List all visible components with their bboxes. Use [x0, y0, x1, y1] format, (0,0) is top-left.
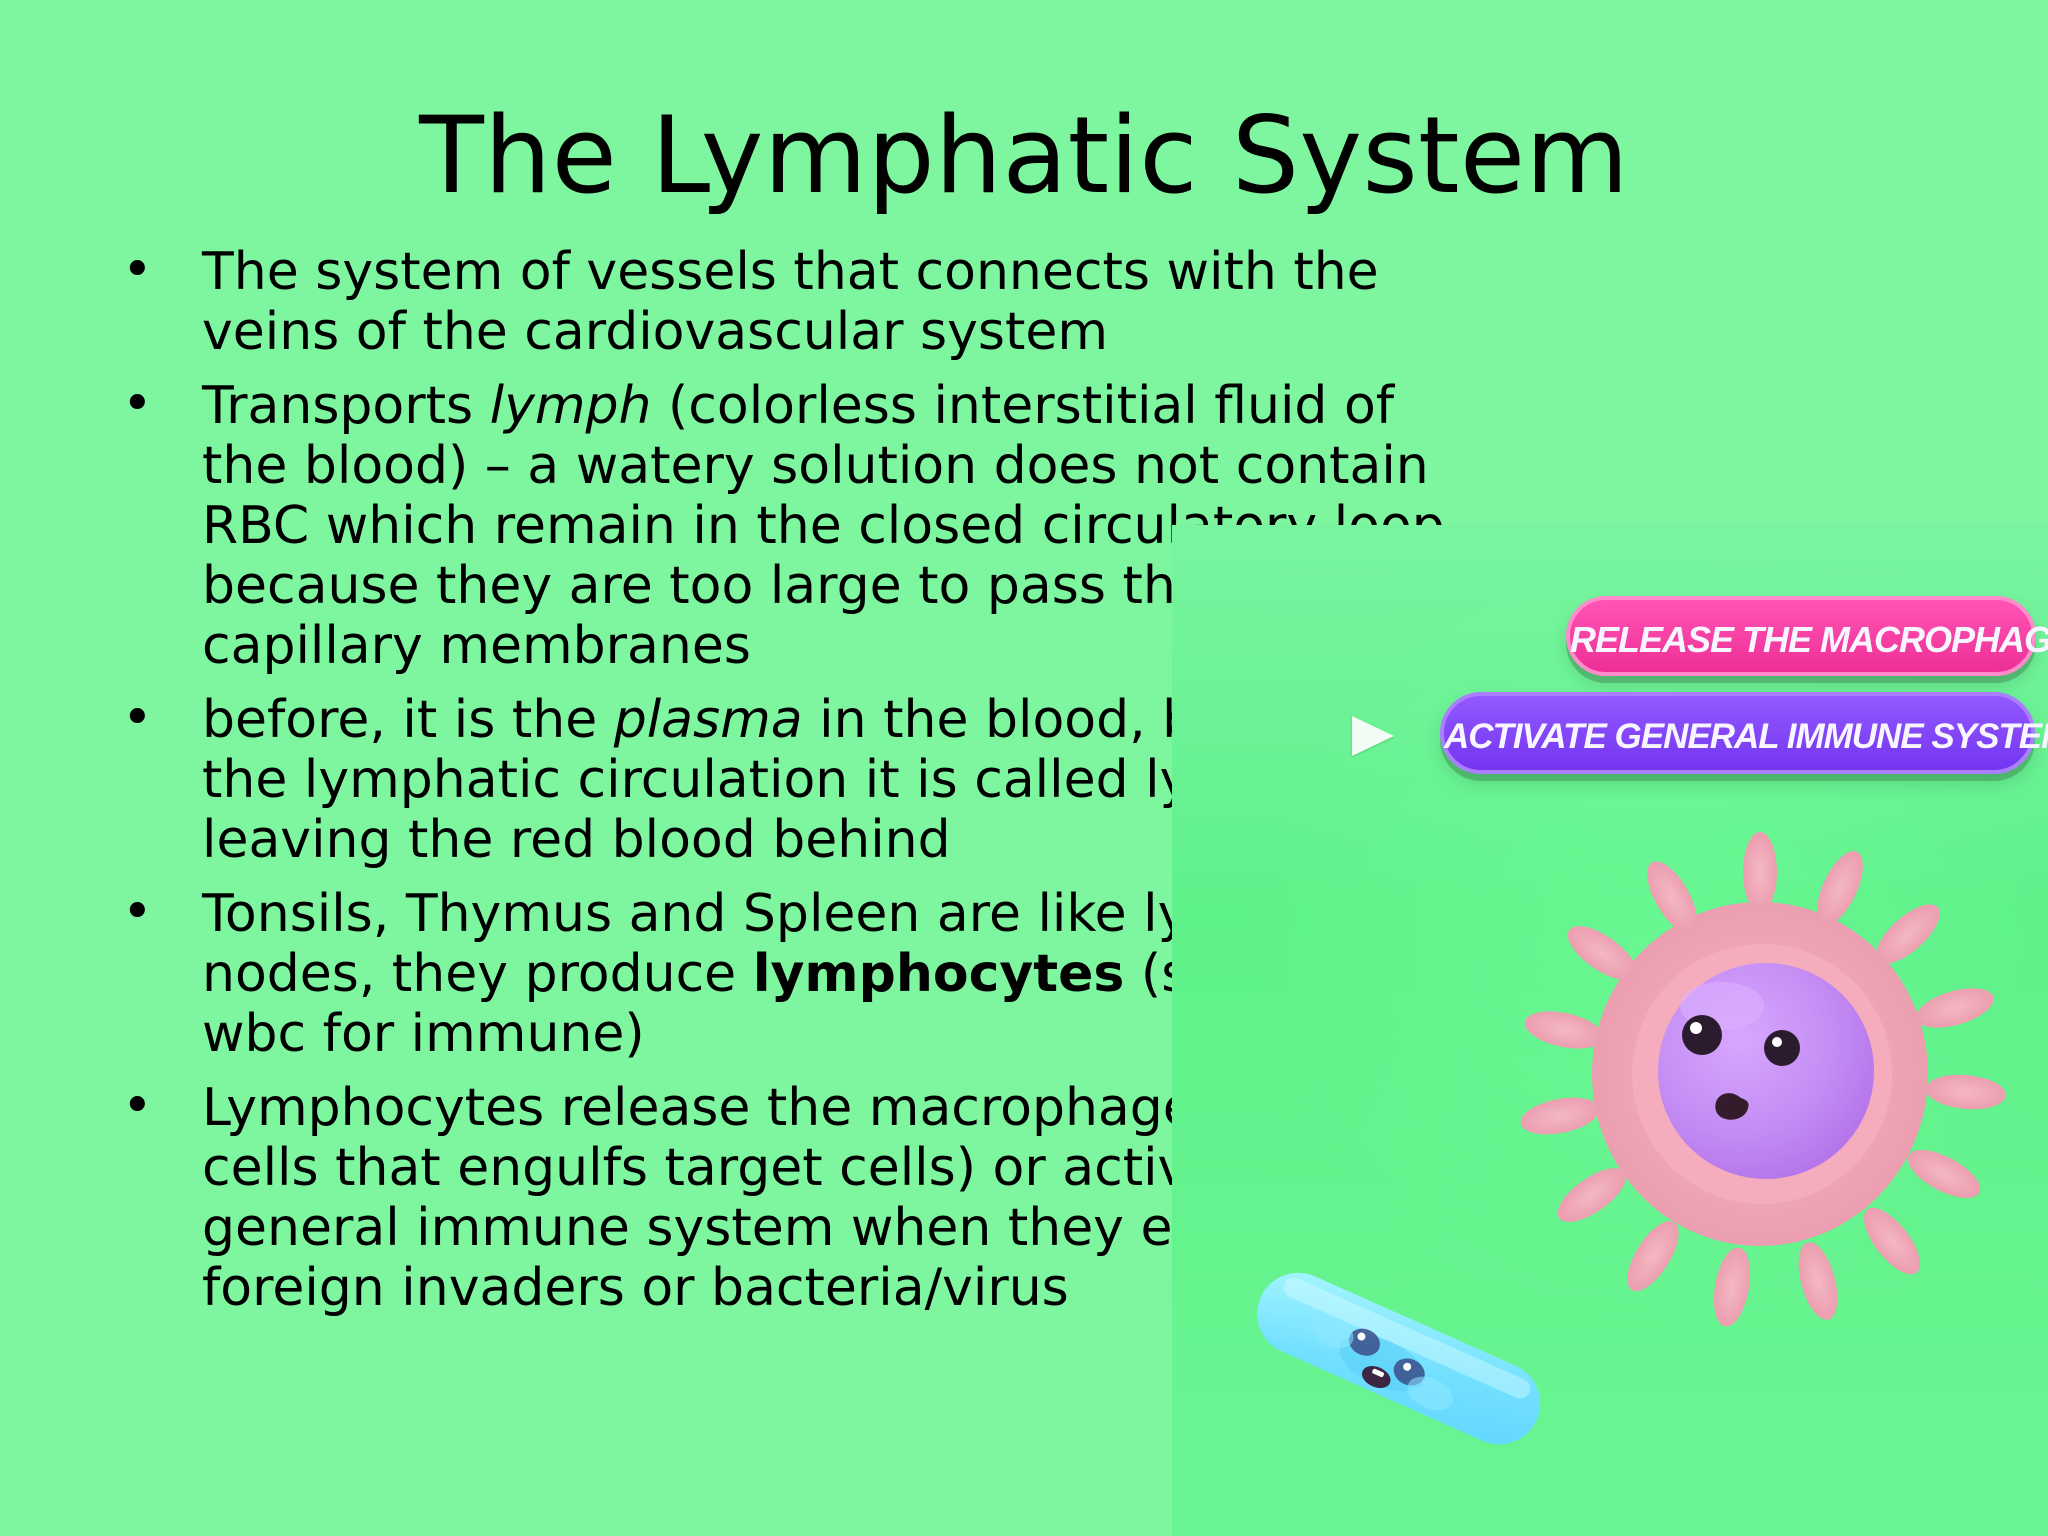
bullet-text: leaving the red blood behind [202, 810, 951, 870]
bullet-list: • The system of vessels that connects wit… [118, 240, 1445, 1332]
bacteria-illustration [1257, 1272, 1541, 1445]
bullet-text: Transports [202, 376, 490, 436]
bullet-text: the lymphatic circulation it is called l… [202, 750, 1324, 810]
bullet-text: foreign invaders or bacteria/virus [202, 1258, 1069, 1318]
bullet-line: the blood) – a watery solution does not … [202, 436, 1429, 496]
bullet-line: foreign invaders or bacteria/virus [202, 1258, 1428, 1318]
bullet-text: wbc for immune) [202, 1004, 645, 1064]
bullet-item: • Tonsils, Thymus and Spleen are like lym… [118, 882, 1428, 1064]
play-icon[interactable] [1352, 716, 1394, 756]
release-macrophage-label: RELEASE THE MACROPHAGE! [1566, 596, 2048, 676]
macrophage-illustration [1520, 832, 2006, 1327]
bullet-line: Lymphocytes release the macrophage (larg… [202, 1078, 1428, 1138]
bullet-text: the blood) – a watery solution does not … [202, 436, 1429, 496]
bullet-line: veins of the cardiovascular system [202, 302, 1428, 362]
bullet-line: the lymphatic circulation it is called l… [202, 750, 1428, 810]
bullet-text: The system of vessels that connects with… [202, 242, 1379, 302]
bullet-item: • The system of vessels that connects wit… [118, 240, 1428, 362]
bullet-line: leaving the red blood behind [202, 810, 1428, 870]
bullet-line: capillary membranes [202, 616, 1428, 676]
bullet-line: wbc for immune) [202, 1004, 1428, 1064]
bullet-marker: • [122, 1076, 153, 1136]
activate-immune-system-label: ACTIVATE GENERAL IMMUNE SYSTEM! [1440, 692, 2048, 774]
bullet-text: (colorless interstitial fluid of [651, 376, 1395, 436]
bullet-item: • Transports lymph (colorless interstitia… [118, 374, 1445, 676]
bullet-marker: • [122, 882, 153, 942]
italic-text: lymph [489, 376, 652, 436]
bullet-text: Tonsils, Thymus and Spleen are like lymp… [202, 884, 1305, 944]
bullet-marker: • [122, 240, 153, 300]
bullet-line: cells that engulfs target cells) or acti… [202, 1138, 1428, 1198]
bold-text: lymphocytes [752, 944, 1125, 1004]
bullet-text: Lymphocytes release the macrophage (larg… [202, 1078, 1364, 1138]
slide-title: The Lymphatic System [419, 94, 1629, 217]
bullet-text: veins of the cardiovascular system [202, 302, 1108, 362]
bullet-text: before, it is the [202, 690, 614, 750]
bullet-text: cells that engulfs target cells) or acti… [202, 1138, 1273, 1198]
bullet-marker: • [122, 688, 153, 748]
bullet-line: Transports lymph (colorless interstitial… [202, 376, 1428, 436]
bullet-text: capillary membranes [202, 616, 751, 676]
bullet-text: nodes, they produce [202, 944, 753, 1004]
bullet-line: Tonsils, Thymus and Spleen are like lymp… [202, 884, 1428, 944]
italic-text: plasma [613, 690, 803, 750]
bullet-line: The system of vessels that connects with… [202, 242, 1428, 302]
bullet-item: • Lymphocytes release the macrophage (lar… [118, 1076, 1428, 1318]
bullet-marker: • [122, 374, 153, 434]
